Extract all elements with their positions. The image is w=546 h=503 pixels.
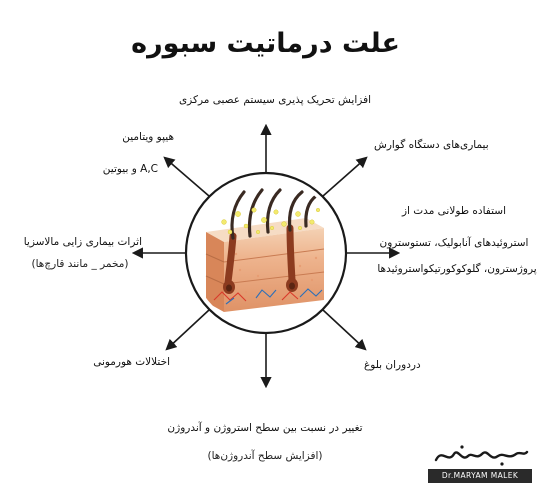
- logo-signature-icon: [434, 445, 529, 466]
- cause-top: افزایش تحریک پذیری سیستم عصبی مرکزی: [178, 94, 372, 106]
- logo: [432, 442, 530, 468]
- blood-vessels: [213, 288, 323, 305]
- cause-bottom-line1: تغییر در نسبت بین سطح استروژن و آندروژن: [167, 422, 363, 434]
- cause-left-line1: اثرات بیماری زایی مالاسزیا: [23, 236, 142, 248]
- cause-right-line1: استفاده طولانی مدت از: [401, 205, 507, 217]
- cause-right-line2: استروئیدهای آنابولیک، تستوسترون: [379, 237, 529, 249]
- arrow-down-right: [322, 309, 367, 351]
- cause-right-line3: پروژسترون، گلوکوکورتیکواستروئیدها: [377, 263, 537, 275]
- arrows: [131, 123, 401, 389]
- cause-top-left-line1: هیپو ویتامین: [122, 131, 174, 143]
- cause-bottom-right: دردوران بلوغ: [364, 359, 421, 371]
- cause-top-left-line2: A,C و بیوتین: [102, 163, 158, 175]
- sebum-droplets: [221, 207, 321, 235]
- arrow-up-right: [322, 156, 368, 197]
- skin-illustration: [184, 171, 348, 335]
- cause-bottom-left: اختلالات هورمونی: [93, 356, 170, 368]
- hair-follicle-right: [286, 224, 298, 292]
- cause-top-right: بیماری‌های دستگاه گوارش: [374, 139, 489, 151]
- arrow-up-left: [163, 156, 210, 197]
- arrow-down-left: [165, 309, 210, 351]
- cause-left-line2: (مخمر _ مانند قارچ‌ها): [31, 258, 129, 270]
- page-title: علت درماتیت سبوره: [131, 28, 400, 59]
- hair-strands: [230, 188, 318, 240]
- cause-bottom-line2: (افزایش سطح آندروژن‌ها): [207, 450, 323, 462]
- logo-caption: Dr.MARYAM MALEK: [428, 469, 532, 483]
